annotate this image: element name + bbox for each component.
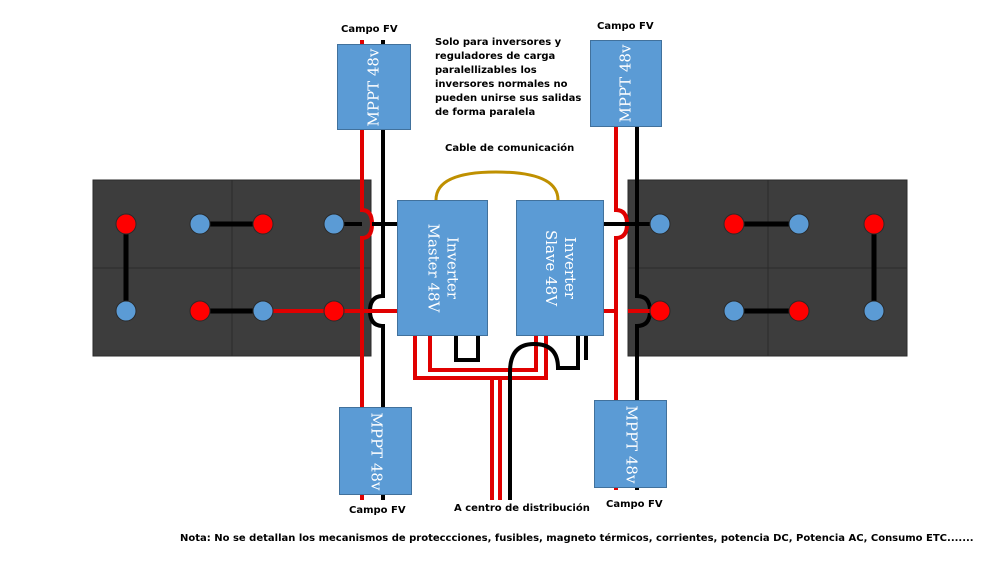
campo-fv-label: Campo FV: [597, 21, 654, 32]
mppt-label: MPPT 48v: [622, 405, 641, 483]
mppt-label: MPPT 48v: [367, 412, 386, 490]
mppt-label: MPPT 48v: [616, 44, 635, 123]
inverter-slave-label: Inverter Slave 48V: [542, 229, 579, 307]
mppt-label: MPPT 48v: [364, 48, 383, 126]
right-battery-bank: [627, 179, 908, 357]
inverter-slave: Inverter Slave 48V: [516, 200, 604, 336]
positive-terminal: [115, 213, 137, 235]
right-terminals: [649, 213, 885, 322]
negative-terminal: [115, 300, 137, 322]
mppt-top-left: MPPT 48v: [337, 44, 411, 130]
black-wire: [454, 336, 480, 362]
negative-terminal: [649, 213, 671, 235]
black-wire: [508, 336, 580, 500]
communication-cable-label: Cable de comunicación: [445, 143, 575, 154]
positive-terminal: [189, 300, 211, 322]
ac-output-wiring: [413, 336, 588, 500]
negative-terminal: [723, 300, 745, 322]
positive-terminal: [649, 300, 671, 322]
left-battery-bank: [92, 179, 372, 357]
communication-cable: [434, 170, 560, 201]
campo-fv-label: Campo FV: [606, 499, 663, 510]
positive-terminal: [252, 213, 274, 235]
mppt-bottom-right: MPPT 48v: [594, 400, 667, 488]
positive-terminal: [788, 300, 810, 322]
positive-terminal: [723, 213, 745, 235]
negative-terminal: [863, 300, 885, 322]
parallel-note: Solo para inversores y reguladores de ca…: [435, 37, 582, 118]
campo-fv-label: Campo FV: [349, 505, 406, 516]
positive-terminal: [323, 300, 345, 322]
mppt-bottom-left: MPPT 48v: [339, 407, 412, 495]
positive-terminal: [863, 213, 885, 235]
mppt-top-right: MPPT 48v: [590, 40, 662, 127]
negative-terminal: [323, 213, 345, 235]
negative-terminal: [189, 213, 211, 235]
inverter-master-label: Inverter Master 48V: [424, 223, 462, 313]
campo-fv-label: Campo FV: [341, 24, 398, 35]
left-terminals: [115, 213, 345, 322]
negative-terminal: [788, 213, 810, 235]
red-wire: [413, 336, 548, 380]
negative-terminal: [252, 300, 274, 322]
distribution-label: A centro de distribución: [454, 503, 590, 514]
inverter-master: Inverter Master 48V: [397, 200, 488, 336]
red-wire: [428, 336, 538, 372]
footnote: Nota: No se detallan los mecanismos de p…: [180, 533, 974, 544]
